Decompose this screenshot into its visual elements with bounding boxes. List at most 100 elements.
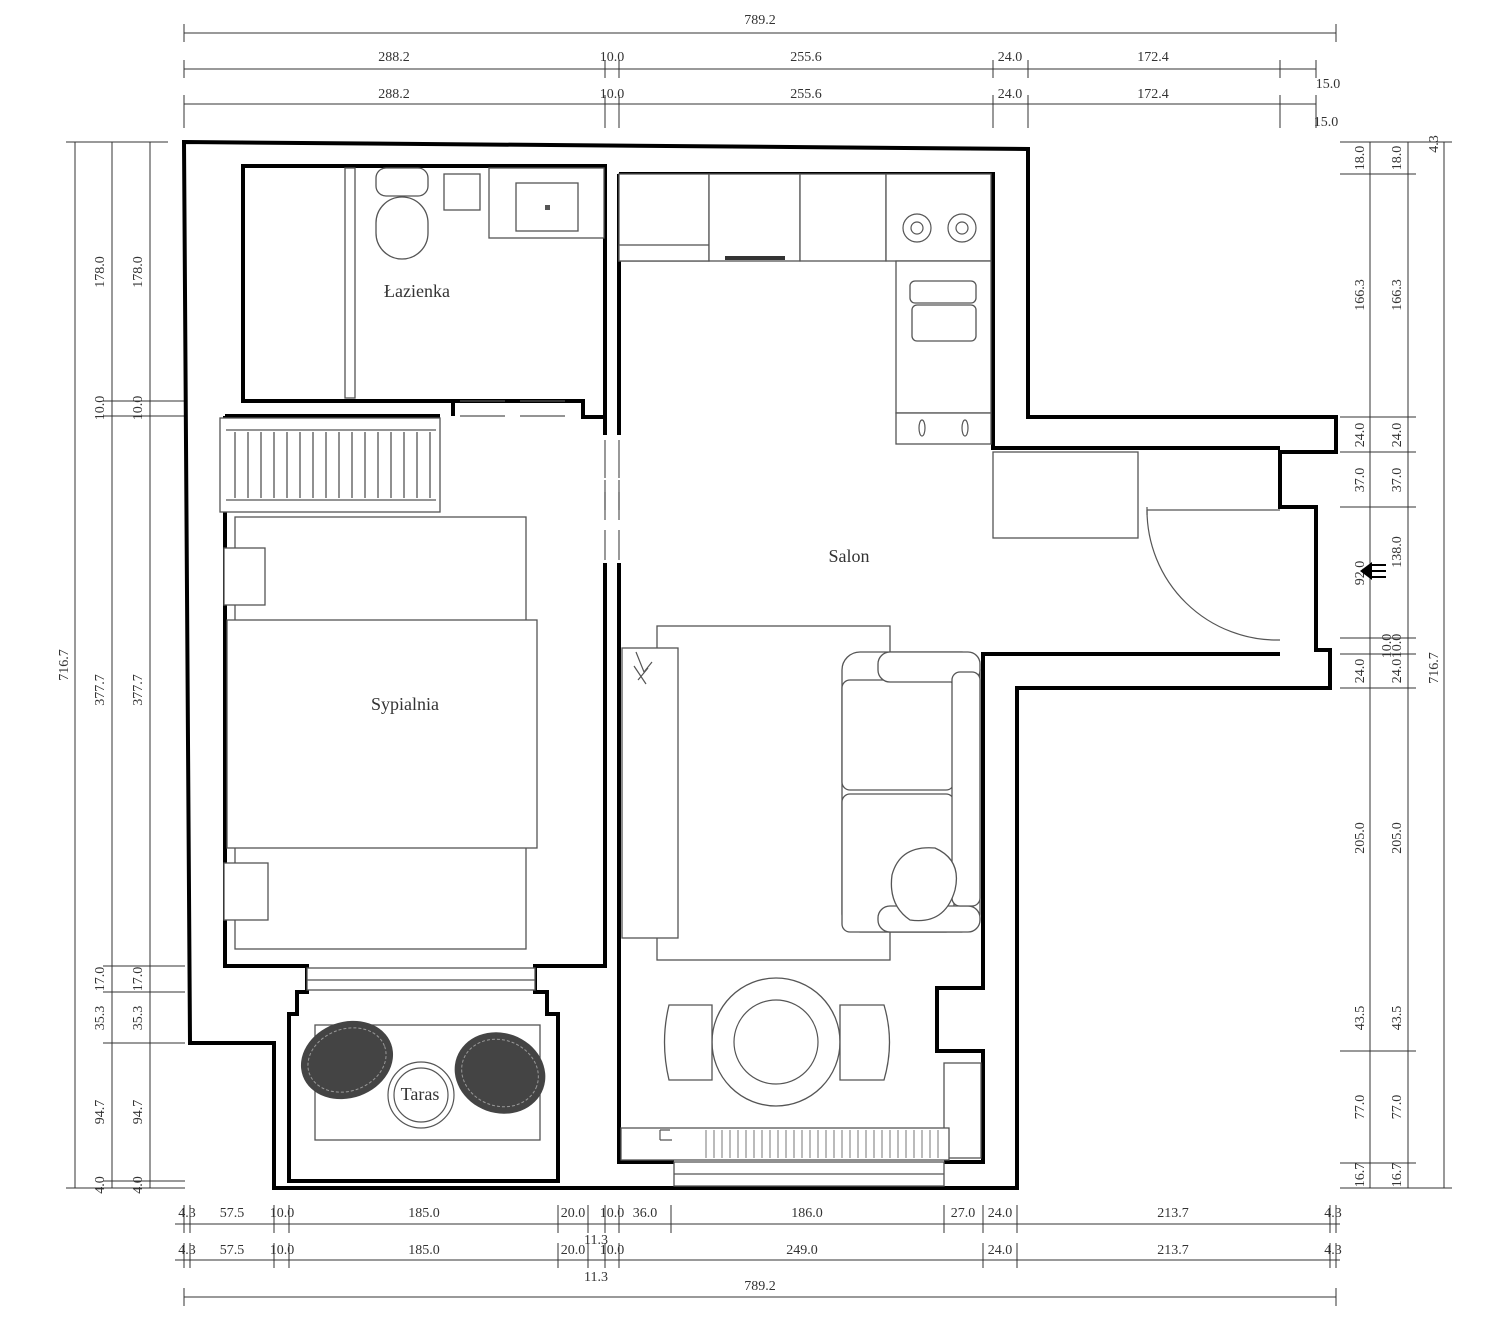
toilet-bowl-icon [375, 196, 429, 260]
hood-icon [725, 256, 785, 260]
plant-icon [633, 651, 653, 685]
bathroom-fixtures [344, 167, 605, 399]
dim-top-r1-0: 288.2 [378, 50, 410, 65]
dim-right-c2-5: 10.0 [1390, 634, 1405, 659]
dim-bot-r2-4: 20.0 [561, 1243, 586, 1258]
radiator-fins [226, 429, 436, 501]
dim-right-c1-10: 16.7 [1353, 1163, 1368, 1188]
dim-bot-total: 789.2 [744, 1279, 776, 1294]
dim-bot-r1-6: 36.0 [633, 1206, 658, 1221]
dim-top-total: 789.2 [744, 13, 776, 28]
dim-left-c2-5: 94.7 [131, 1100, 146, 1125]
sink-small-icon [909, 280, 977, 304]
dim-right-c1-6: 24.0 [1353, 659, 1368, 684]
outer-wall [181, 139, 1338, 1190]
dining-chair-left [663, 1004, 713, 1081]
dim-top-r2-3: 24.0 [998, 87, 1023, 102]
left-dimensions: 716.7 178.0 10.0 377.7 17.0 35.3 94.7 4.… [57, 141, 185, 1194]
right-dimensions: 18.0 166.3 24.0 37.0 92.0 138.0 10.0 24.… [1340, 135, 1452, 1189]
dim-left-c2-1: 10.0 [131, 396, 146, 421]
dim-left-c1-5: 94.7 [93, 1100, 108, 1125]
dim-bot-r2-3: 185.0 [408, 1243, 440, 1258]
dim-top-r2-0: 288.2 [378, 87, 410, 102]
dim-bot-r1-9: 24.0 [988, 1206, 1013, 1221]
dim-left-c1-0: 178.0 [93, 256, 108, 288]
terrace-table [387, 1061, 455, 1129]
dim-left-c1-2: 377.7 [93, 674, 108, 706]
dim-left-c1-6: 4.0 [93, 1176, 108, 1194]
bed-blanket [226, 619, 538, 849]
dim-left-c2-0: 178.0 [131, 256, 146, 288]
dishwasher [895, 412, 992, 445]
entrance-door[interactable] [992, 451, 1386, 641]
dim-left-c2-3: 17.0 [131, 967, 146, 992]
kitchen-cabinet-3 [799, 173, 887, 262]
dim-bot-r2-7: 24.0 [988, 1243, 1013, 1258]
side-cabinet [943, 1062, 982, 1159]
dim-top-r1-4: 172.4 [1137, 50, 1169, 65]
dim-right-c2-8: 43.5 [1390, 1006, 1405, 1031]
dim-bot-r1-0: 4.3 [178, 1206, 196, 1221]
dim-bot-r1-11: 4.3 [1324, 1206, 1342, 1221]
dim-left-c1-1: 10.0 [93, 396, 108, 421]
dim-top-r1-5: 15.0 [1316, 77, 1341, 92]
top-dimensions: 789.2 288.2 10.0 255.6 24.0 172.4 15.0 2… [183, 13, 1341, 130]
dim-right-c3-0: 4.3 [1427, 135, 1442, 153]
room-label-bathroom: Łazienka [384, 281, 450, 301]
dim-bot-r1-1: 57.5 [220, 1206, 245, 1221]
entrance-arrow-icon [1360, 562, 1372, 580]
nightstand-bottom [223, 862, 269, 921]
dim-bot-r1-2: 10.0 [270, 1206, 295, 1221]
dim-right-c2-2: 24.0 [1390, 423, 1405, 448]
dim-bot-r2-0: 4.3 [178, 1243, 196, 1258]
dim-right-c2-10: 16.7 [1390, 1163, 1405, 1188]
dim-top-r1-3: 24.0 [998, 50, 1023, 65]
dim-top-r1-2: 255.6 [790, 50, 822, 65]
sink-large-icon [911, 304, 977, 342]
dim-left-c1-4: 35.3 [93, 1006, 108, 1031]
terrace-door [306, 967, 536, 991]
dim-bot-r1-5: 10.0 [600, 1206, 625, 1221]
toilet-tank [375, 167, 429, 197]
dim-right-c1-8: 43.5 [1353, 1006, 1368, 1031]
wicker-chair-right-icon [454, 1032, 546, 1114]
radiator-icon [219, 417, 441, 513]
shower-glass [344, 167, 356, 399]
room-label-bedroom: Sypialnia [371, 694, 439, 714]
room-label-terrace: Taras [401, 1084, 440, 1104]
dim-right-c1-5: 10.0 [1380, 634, 1395, 659]
dim-right-c2-9: 77.0 [1390, 1095, 1405, 1120]
dim-bot-r2-9: 4.3 [1324, 1243, 1342, 1258]
bottom-dimensions: 4.3 57.5 10.0 185.0 20.0 10.0 36.0 186.0… [175, 1205, 1342, 1306]
bedroom-furniture [219, 417, 538, 950]
dim-right-c2-7: 205.0 [1390, 822, 1405, 854]
dim-left-c2-6: 4.0 [131, 1176, 146, 1194]
dim-left-c2-2: 377.7 [131, 674, 146, 706]
dim-right-c2-3: 37.0 [1390, 468, 1405, 493]
cooktop-icon [885, 173, 992, 262]
dim-right-c3-1: 716.7 [1427, 652, 1442, 684]
dim-right-c1-3: 37.0 [1353, 468, 1368, 493]
dim-bot-r2-2: 10.0 [270, 1243, 295, 1258]
dim-right-c1-9: 77.0 [1353, 1095, 1368, 1120]
room-label-living: Salon [828, 546, 869, 566]
living-radiator-icon [620, 1127, 950, 1161]
nightstand-top [223, 547, 266, 606]
dim-right-c1-door: 92.0 [1353, 561, 1368, 586]
kitchen-cabinet-2 [708, 173, 801, 262]
dim-bot-r2-8: 213.7 [1157, 1243, 1189, 1258]
dim-left-total: 716.7 [57, 649, 72, 681]
dim-bot-r2-5: 10.0 [600, 1243, 625, 1258]
dim-top-r2-4: 172.4 [1137, 87, 1169, 102]
wicker-chair-left-icon [300, 1020, 394, 1100]
dim-right-c2-1: 166.3 [1390, 279, 1405, 311]
dim-bot-r2-1: 57.5 [220, 1243, 245, 1258]
dim-left-c1-3: 17.0 [93, 967, 108, 992]
dim-bot-r1-3: 185.0 [408, 1206, 440, 1221]
salon-wall [617, 172, 1280, 1164]
dim-right-c1-4: 138.0 [1390, 536, 1405, 568]
dim-bot-r2-6: 249.0 [786, 1243, 818, 1258]
dim-right-c1-2: 24.0 [1353, 423, 1368, 448]
drain-icon [545, 205, 550, 210]
kitchen [618, 173, 992, 445]
